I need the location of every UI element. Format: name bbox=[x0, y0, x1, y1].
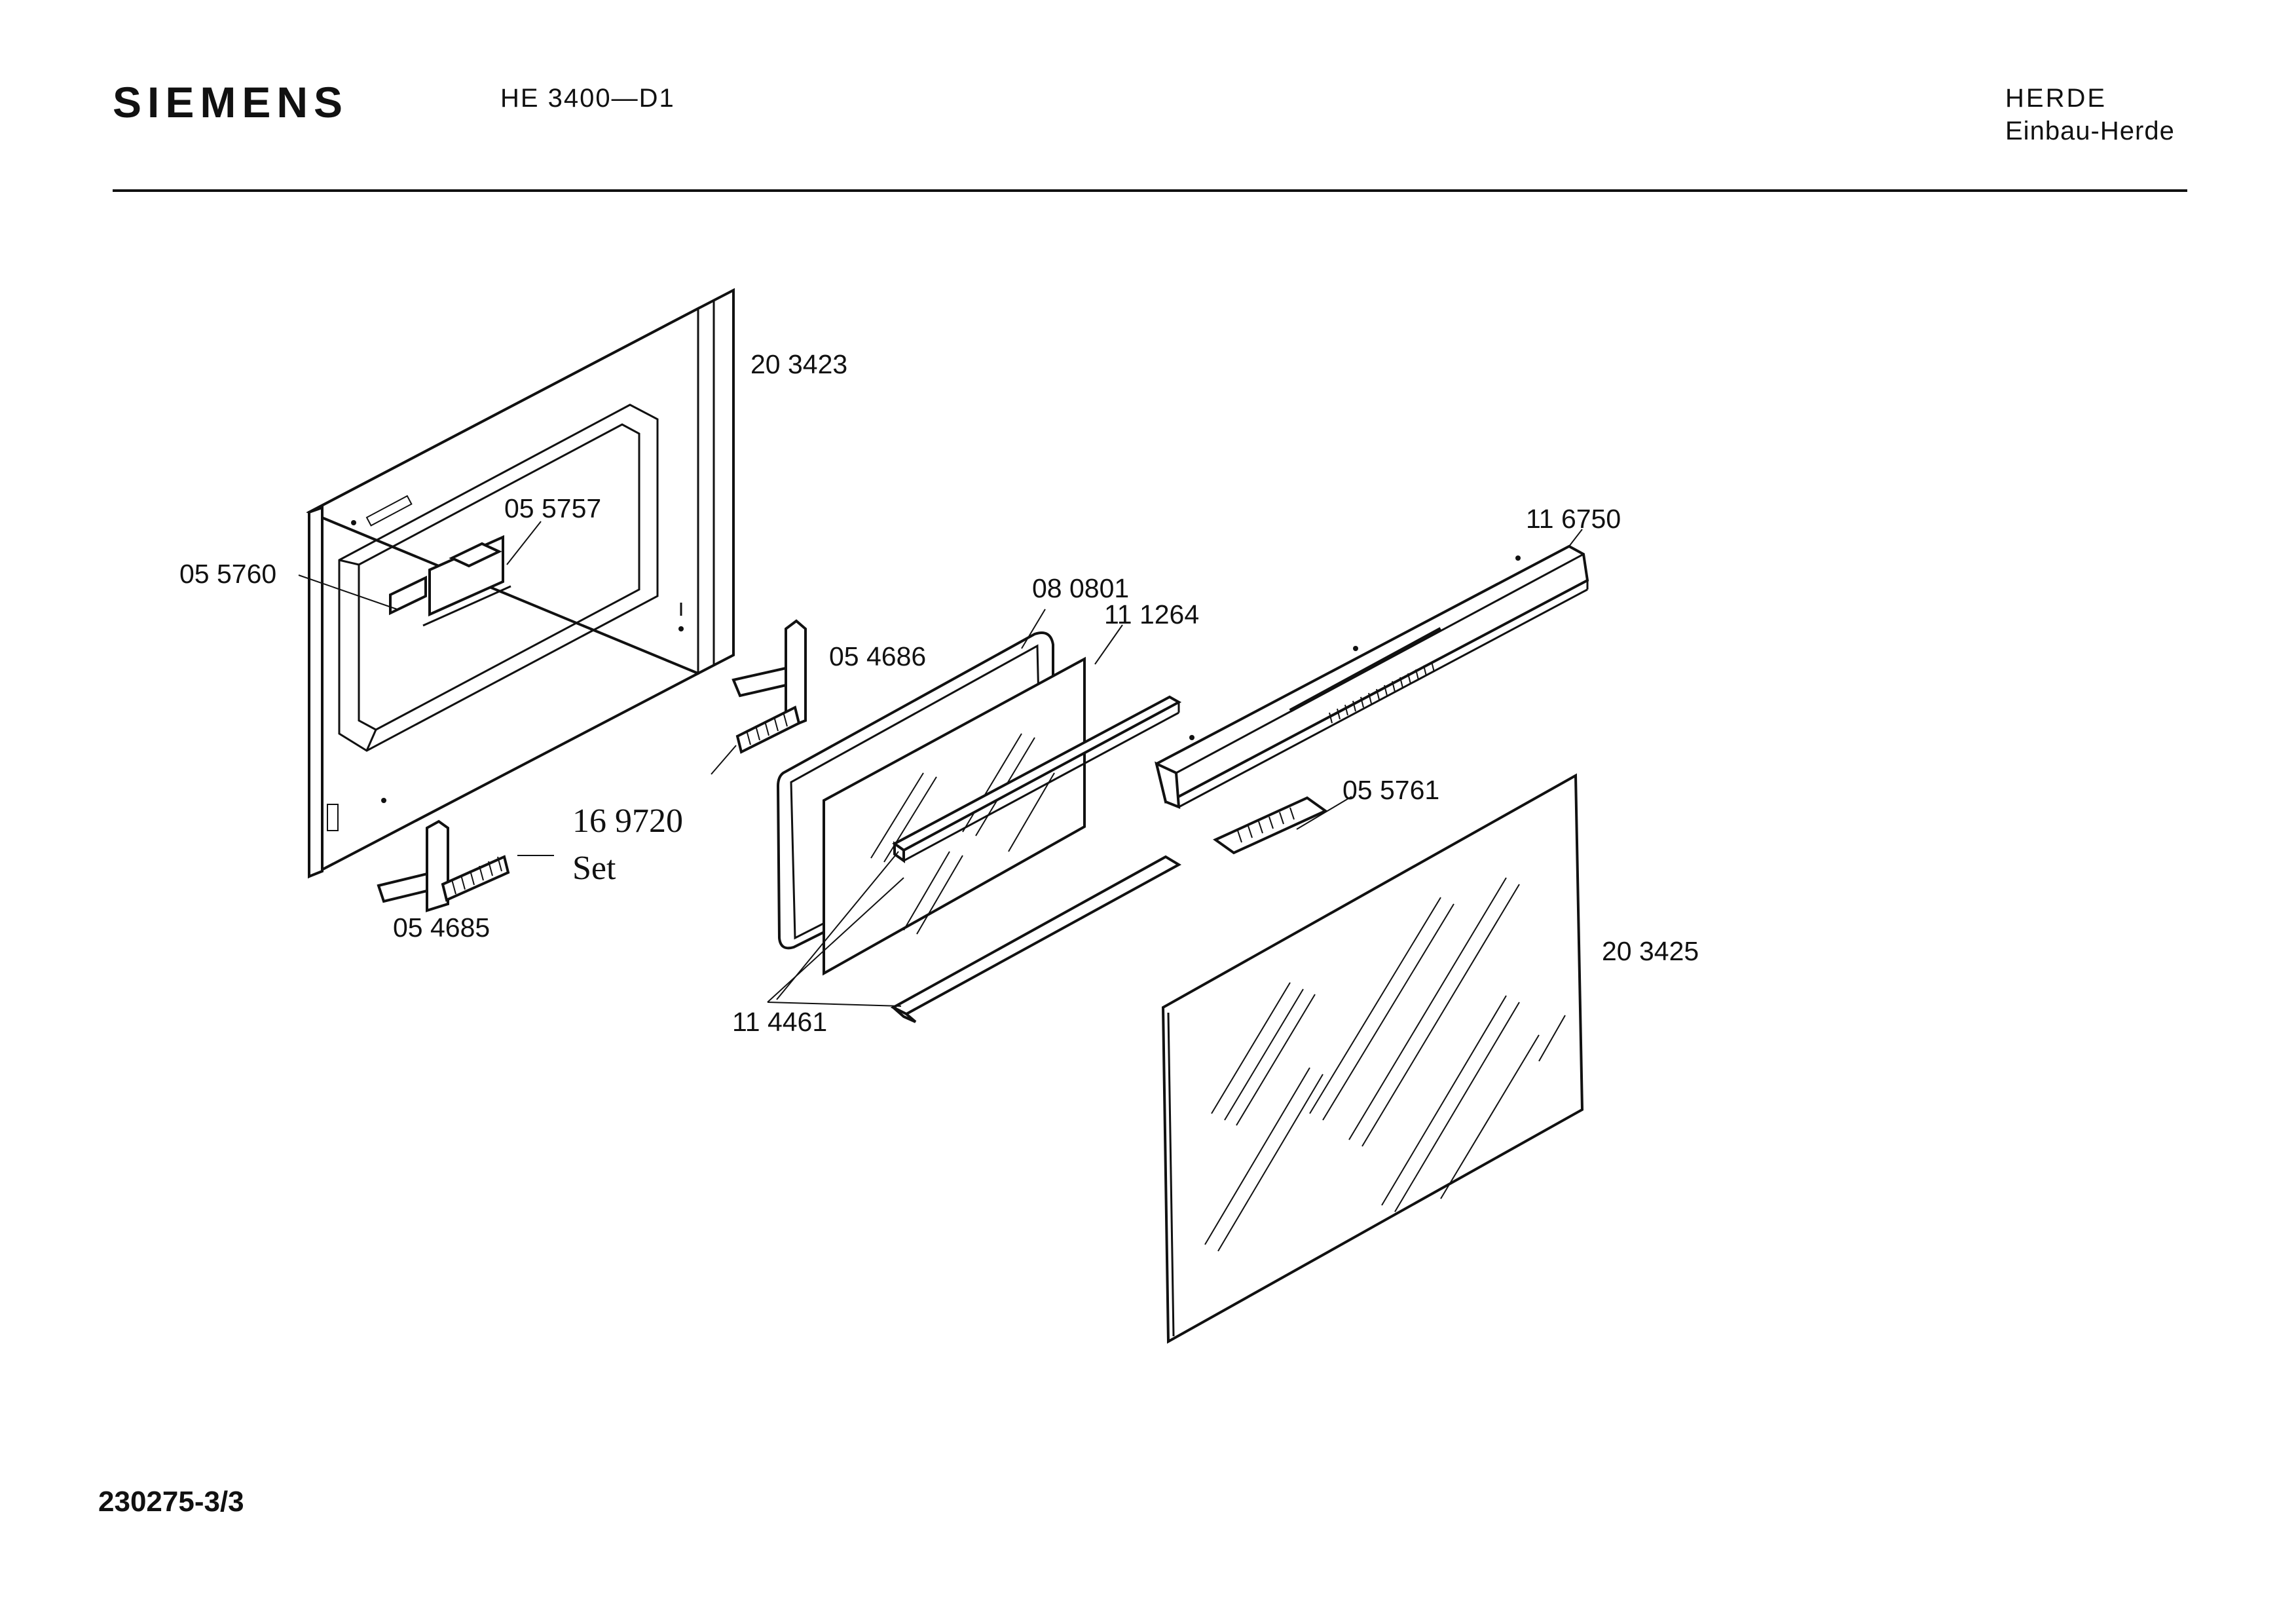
door-frame-part bbox=[306, 288, 735, 879]
label-hinge-set-number: 16 9720 bbox=[572, 802, 683, 840]
label-handle: 05 5757 bbox=[504, 493, 601, 523]
hinge-left-part bbox=[377, 819, 510, 912]
label-hinge-set: Set bbox=[572, 850, 616, 887]
outer-glass-part bbox=[1161, 773, 1584, 1344]
brand-logo: SIEMENS bbox=[113, 78, 349, 126]
handle-part bbox=[422, 535, 511, 627]
label-hinge-left: 05 4685 bbox=[393, 912, 490, 943]
label-gasket: 08 0801 bbox=[1032, 573, 1129, 603]
label-hinge-right: 05 4686 bbox=[829, 641, 926, 671]
vent-grille-part bbox=[1213, 796, 1328, 855]
label-vent-grille: 05 5761 bbox=[1342, 775, 1439, 805]
model-number: HE 3400—D1 bbox=[500, 84, 675, 113]
header-divider bbox=[113, 189, 2187, 192]
label-top-trim: 11 6750 bbox=[1526, 504, 1621, 534]
hinge-right-part bbox=[731, 619, 807, 754]
glass-strip-part bbox=[890, 855, 1182, 1023]
label-latch: 05 5760 bbox=[179, 559, 276, 589]
top-trim-part bbox=[1155, 544, 1589, 810]
label-outer-glass: 20 3425 bbox=[1602, 936, 1699, 966]
label-door-frame: 20 3423 bbox=[750, 349, 847, 379]
document-number: 230275-3/3 bbox=[98, 1486, 244, 1518]
label-glass-strips: 11 4461 bbox=[732, 1007, 827, 1037]
leader-lines bbox=[298, 521, 1583, 1007]
subcategory-label: Einbau-Herde bbox=[2005, 117, 2175, 145]
label-glass-holder: 11 1264 bbox=[1104, 599, 1199, 629]
category-label: HERDE bbox=[2005, 84, 2107, 113]
glass-holder-part bbox=[892, 695, 1182, 863]
